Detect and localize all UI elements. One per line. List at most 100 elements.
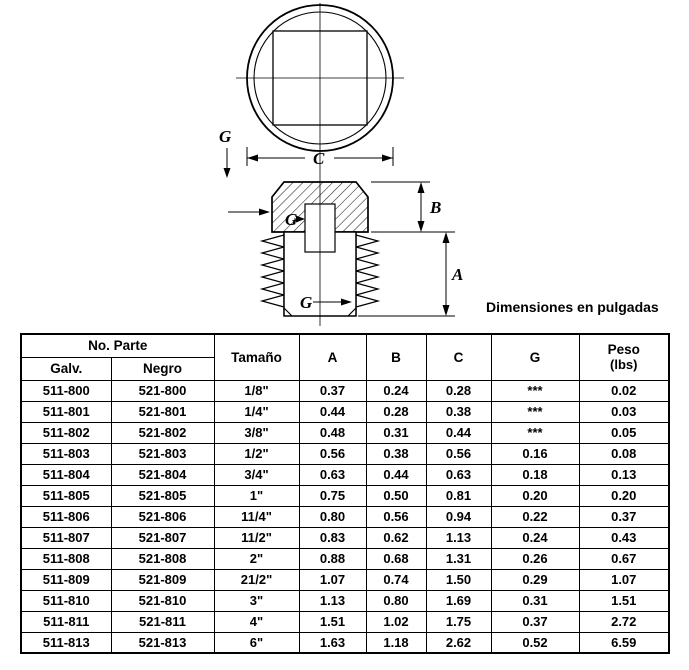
cell-b: 0.38 (365, 442, 427, 465)
cell-c: 1.75 (425, 610, 492, 633)
cell-galv: 511-811 (20, 610, 112, 633)
header-tamano: Tamaño (213, 333, 300, 381)
cell-peso: 2.72 (578, 610, 670, 633)
dimension-b (371, 181, 430, 233)
centerlines (236, 3, 404, 326)
cell-b: 0.80 (365, 589, 427, 612)
cell-negro: 521-806 (110, 505, 215, 528)
cell-negro: 521-808 (110, 547, 215, 570)
dimension-c (246, 147, 394, 166)
cell-a: 0.37 (298, 379, 367, 402)
cell-peso: 1.07 (578, 568, 670, 591)
cell-galv: 511-805 (20, 484, 112, 507)
cell-c: 0.44 (425, 421, 492, 444)
cell-peso: 6.59 (578, 631, 670, 654)
table-row: 511-804 521-804 3/4" 0.63 0.44 0.63 0.18… (20, 463, 670, 486)
table-header: No. Parte Tamaño A B C G Peso (lbs) Galv… (20, 333, 670, 381)
cell-a: 1.13 (298, 589, 367, 612)
cell-galv: 511-810 (20, 589, 112, 612)
dim-label-g-bottom: G (300, 293, 313, 312)
cell-g: 0.22 (490, 505, 580, 528)
cell-c: 1.31 (425, 547, 492, 570)
header-a: A (298, 333, 367, 381)
cell-g: 0.29 (490, 568, 580, 591)
cell-peso: 0.67 (578, 547, 670, 570)
plug-drawing-svg: C B A (219, 3, 463, 326)
cell-galv: 511-803 (20, 442, 112, 465)
header-g: G (490, 333, 580, 381)
threads-right (353, 232, 381, 316)
cell-a: 0.88 (298, 547, 367, 570)
cell-negro: 521-803 (110, 442, 215, 465)
cell-tamano: 1/8" (213, 379, 300, 402)
table-row: 511-813 521-813 6" 1.63 1.18 2.62 0.52 6… (20, 631, 670, 654)
header-peso-label: Peso (607, 342, 640, 358)
cell-galv: 511-804 (20, 463, 112, 486)
cell-a: 1.07 (298, 568, 367, 591)
cell-galv: 511-809 (20, 568, 112, 591)
technical-drawing: C B A (0, 0, 689, 330)
dim-label-a: A (451, 265, 463, 284)
cell-tamano: 11/2" (213, 526, 300, 549)
cell-negro: 521-802 (110, 421, 215, 444)
cell-a: 0.44 (298, 400, 367, 423)
cell-galv: 511-807 (20, 526, 112, 549)
cell-b: 0.68 (365, 547, 427, 570)
cell-a: 0.80 (298, 505, 367, 528)
cell-a: 0.83 (298, 526, 367, 549)
cell-a: 1.63 (298, 631, 367, 654)
cell-negro: 521-804 (110, 463, 215, 486)
cell-tamano: 21/2" (213, 568, 300, 591)
table-row: 511-801 521-801 1/4" 0.44 0.28 0.38 *** … (20, 400, 670, 423)
cell-b: 0.56 (365, 505, 427, 528)
cell-galv: 511-800 (20, 379, 112, 402)
cell-tamano: 1/4" (213, 400, 300, 423)
cell-b: 0.50 (365, 484, 427, 507)
cell-tamano: 1" (213, 484, 300, 507)
bottom-chamfer-left (283, 307, 293, 317)
cell-galv: 511-813 (20, 631, 112, 654)
cell-c: 2.62 (425, 631, 492, 654)
cell-c: 0.56 (425, 442, 492, 465)
dimension-a (358, 231, 455, 317)
cell-galv: 511-806 (20, 505, 112, 528)
cell-negro: 521-805 (110, 484, 215, 507)
cell-peso: 0.05 (578, 421, 670, 444)
cell-negro: 521-809 (110, 568, 215, 591)
cell-peso: 0.43 (578, 526, 670, 549)
cell-g: 0.31 (490, 589, 580, 612)
cell-peso: 0.20 (578, 484, 670, 507)
cell-g: 0.16 (490, 442, 580, 465)
table-row: 511-810 521-810 3" 1.13 0.80 1.69 0.31 1… (20, 589, 670, 612)
cell-g: 0.18 (490, 463, 580, 486)
table-row: 511-811 521-811 4" 1.51 1.02 1.75 0.37 2… (20, 610, 670, 633)
header-negro: Negro (110, 356, 215, 381)
cell-peso: 0.13 (578, 463, 670, 486)
cell-tamano: 4" (213, 610, 300, 633)
dim-label-g-socket: G (285, 210, 298, 229)
cell-a: 1.51 (298, 610, 367, 633)
cell-c: 1.69 (425, 589, 492, 612)
bottom-chamfer-right (347, 307, 357, 317)
cell-negro: 521-813 (110, 631, 215, 654)
cell-galv: 511-808 (20, 547, 112, 570)
header-row-1: No. Parte Tamaño A B C G Peso (lbs) (20, 333, 670, 381)
cell-negro: 521-800 (110, 379, 215, 402)
cell-tamano: 3/8" (213, 421, 300, 444)
header-peso-unit: (lbs) (610, 357, 638, 373)
cell-peso: 0.08 (578, 442, 670, 465)
header-peso: Peso (lbs) (578, 333, 670, 381)
cell-c: 0.94 (425, 505, 492, 528)
dim-label-g-top: G (219, 127, 232, 146)
cell-a: 0.48 (298, 421, 367, 444)
cell-g: 0.52 (490, 631, 580, 654)
cell-tamano: 2" (213, 547, 300, 570)
cell-c: 0.28 (425, 379, 492, 402)
cell-peso: 0.37 (578, 505, 670, 528)
cell-tamano: 1/2" (213, 442, 300, 465)
cell-b: 0.44 (365, 463, 427, 486)
cell-b: 0.62 (365, 526, 427, 549)
dimension-g-leaders (223, 148, 352, 306)
cell-negro: 521-811 (110, 610, 215, 633)
table-row: 511-800 521-800 1/8" 0.37 0.24 0.28 *** … (20, 379, 670, 402)
